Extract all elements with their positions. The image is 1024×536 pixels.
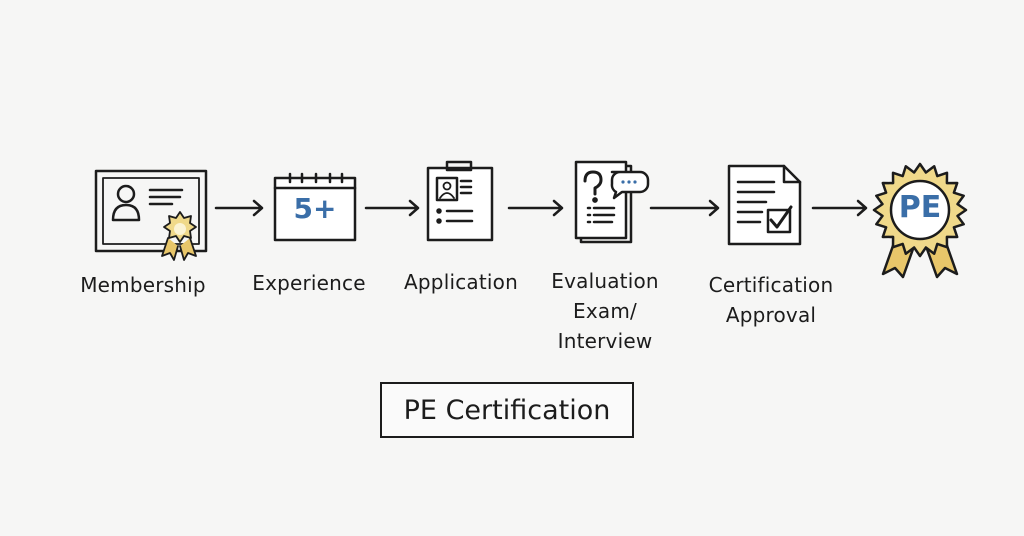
arrow-3 bbox=[507, 199, 564, 217]
pe-badge-text: PE bbox=[898, 190, 942, 225]
label-line: Evaluation bbox=[551, 269, 659, 293]
exam-document-icon bbox=[574, 160, 650, 244]
pe-award-badge-icon bbox=[872, 162, 968, 279]
arrows bbox=[214, 199, 868, 217]
clipboard-icon bbox=[426, 160, 494, 242]
label-line: Exam/ bbox=[573, 299, 637, 323]
label-line: Approval bbox=[725, 303, 817, 327]
arrow-1 bbox=[214, 199, 264, 217]
arrow-2 bbox=[364, 199, 420, 217]
calendar-icon bbox=[273, 172, 357, 242]
label-line: Certification bbox=[708, 273, 834, 297]
label-line: Interview bbox=[557, 329, 653, 353]
approval-document-icon bbox=[727, 164, 802, 246]
experience-years-text: 5+ bbox=[293, 192, 337, 225]
step-label-application: Application bbox=[404, 270, 518, 294]
step-label-membership: Membership bbox=[80, 273, 206, 297]
arrow-5 bbox=[811, 199, 868, 217]
step-label-certification-approval: Certification Approval bbox=[709, 270, 834, 330]
arrow-4 bbox=[649, 199, 720, 217]
diagram-title: PE Certification bbox=[380, 382, 634, 438]
membership-certificate-icon bbox=[94, 169, 208, 261]
step-label-experience: Experience bbox=[252, 271, 366, 295]
step-label-evaluation: Evaluation Exam/ Interview bbox=[551, 266, 659, 356]
